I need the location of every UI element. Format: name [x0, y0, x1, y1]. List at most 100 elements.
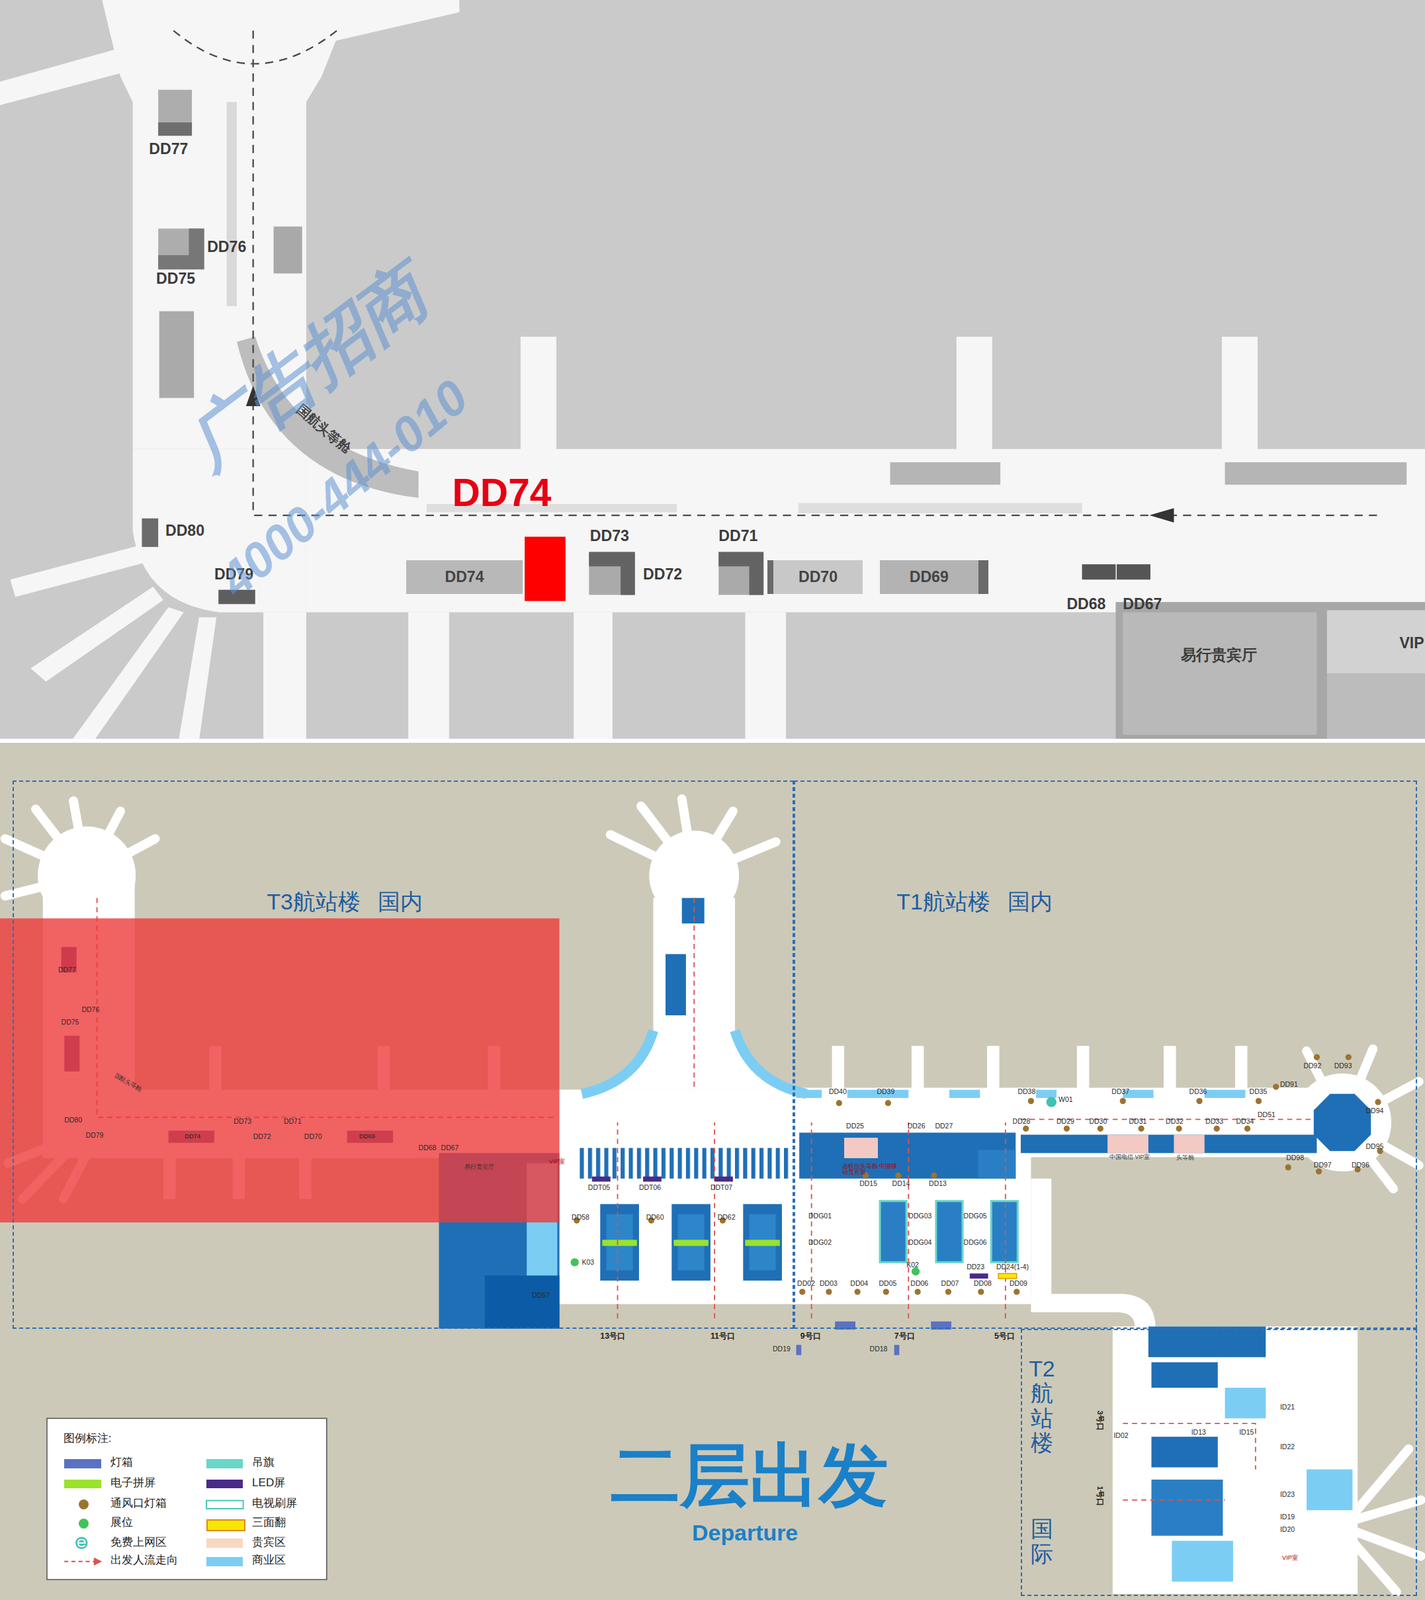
- map-shape: [1213, 1125, 1220, 1132]
- map-shape: [1077, 1045, 1090, 1090]
- map-shape: [1204, 1090, 1246, 1099]
- map-label: DD31: [1129, 1118, 1148, 1126]
- map-shape: [1122, 612, 1317, 735]
- legend-symbol: [62, 1536, 104, 1551]
- map-shape: [956, 336, 993, 454]
- map-label: DD67: [1122, 596, 1162, 613]
- map-shape: [643, 1176, 662, 1183]
- terminal-region: T1航站楼 国内: [793, 780, 1417, 1330]
- map-shape: [907, 1122, 909, 1319]
- map-shape: [9, 545, 143, 597]
- legend-symbol-part: [75, 1537, 88, 1551]
- map-shape: [326, 0, 460, 44]
- map-shape: [1148, 1327, 1266, 1358]
- map-label: DD95: [1366, 1143, 1384, 1152]
- map-shape: [836, 1100, 843, 1107]
- map-shape: [1020, 1135, 1317, 1154]
- map-label: DD71: [718, 527, 758, 545]
- map-shape: [1151, 1362, 1218, 1389]
- map-label: ID20: [1280, 1526, 1295, 1535]
- map-shape: [969, 1273, 989, 1279]
- map-shape: [885, 1100, 892, 1107]
- legend-text: 通风口灯箱: [110, 1497, 167, 1511]
- map-shape: [1122, 1499, 1225, 1502]
- legend-swatch: [206, 1459, 244, 1469]
- map-label: DD75: [156, 270, 196, 288]
- map-label: 易行贵宾厅: [464, 1163, 495, 1171]
- map-label: DD77: [58, 966, 77, 975]
- map-shape: [718, 552, 764, 596]
- map-shape: [576, 1148, 792, 1179]
- map-shape: [573, 1054, 1384, 1296]
- map-shape: [1004, 1122, 1007, 1319]
- map-shape: [1013, 1288, 1020, 1295]
- map-label: DD19: [772, 1345, 791, 1354]
- map-shape: [1255, 1098, 1262, 1105]
- map-shape: [911, 1045, 925, 1090]
- map-shape: [520, 336, 557, 454]
- map-shape: [1030, 1294, 1156, 1329]
- map-shape: [665, 953, 687, 1016]
- map-shape: [1120, 1098, 1126, 1105]
- map-label: DD37: [1111, 1088, 1130, 1097]
- map-label: 头等舱: [1176, 1154, 1195, 1162]
- map-shape: [894, 1344, 900, 1355]
- map-label: DD73: [590, 527, 630, 545]
- map-shape: [408, 612, 450, 741]
- map-shape: [930, 1172, 937, 1179]
- map-shape: [592, 1176, 611, 1183]
- map-label: K02: [906, 1261, 919, 1270]
- map-shape: [484, 1275, 560, 1329]
- map-shape: [158, 89, 192, 136]
- map-shape: [1151, 1436, 1218, 1468]
- map-label: 图例标注:: [63, 1432, 112, 1446]
- map-label: DD93: [1334, 1062, 1353, 1071]
- map-label: ID02: [1113, 1432, 1128, 1441]
- map-label: 7号口: [894, 1332, 915, 1342]
- map-shape: [799, 1132, 1016, 1179]
- map-shape: [1149, 508, 1174, 523]
- box-label: DD74: [445, 568, 485, 587]
- legend-text: 免费上网区: [110, 1536, 167, 1550]
- map-label: DDG05: [963, 1212, 988, 1221]
- map-shape: [71, 607, 184, 741]
- map-label: DD18: [869, 1345, 888, 1354]
- map-label: DD04: [850, 1280, 868, 1289]
- map-label: DD23: [966, 1263, 985, 1272]
- map-shape: [158, 228, 204, 270]
- map-label: DD71: [283, 1118, 302, 1126]
- map-shape: [1115, 602, 1425, 741]
- map-shape: [159, 311, 194, 399]
- map-shape: [879, 1201, 907, 1263]
- map-shape: [744, 1239, 780, 1246]
- map-shape: [844, 1137, 878, 1159]
- map-label: DD28: [1012, 1118, 1031, 1126]
- legend-swatch: [78, 1499, 89, 1510]
- map-shape: [1036, 1090, 1057, 1099]
- map-shape: [987, 1045, 1000, 1090]
- legend-swatch: [206, 1519, 247, 1532]
- map-label: DD60: [646, 1213, 665, 1222]
- map-label: DD39: [876, 1088, 895, 1097]
- ad-box: DD74: [406, 560, 523, 595]
- map-label: DD68: [418, 1144, 437, 1153]
- legend-symbol: [62, 1554, 104, 1570]
- map-shape: [734, 1030, 807, 1095]
- map-shape: [1107, 1135, 1149, 1154]
- map-label: DD29: [1056, 1118, 1075, 1126]
- terminal-region: T2航站楼国际: [1020, 1329, 1418, 1597]
- legend-text: 电子拼屏: [110, 1477, 156, 1490]
- map-label: DD09: [1009, 1280, 1028, 1289]
- map-shape: [1082, 564, 1117, 580]
- map-shape: [718, 552, 764, 596]
- map-shape: [1163, 1045, 1177, 1090]
- map-label: ID21: [1280, 1403, 1295, 1412]
- map-shape: [977, 1288, 984, 1295]
- map-label: DD96: [1351, 1161, 1370, 1170]
- map-label: DD06: [910, 1280, 929, 1289]
- map-label: DD91: [1280, 1080, 1298, 1089]
- map-shape: [1063, 1125, 1070, 1132]
- map-label: DD98: [1286, 1154, 1304, 1163]
- map-label: DD13: [928, 1180, 947, 1189]
